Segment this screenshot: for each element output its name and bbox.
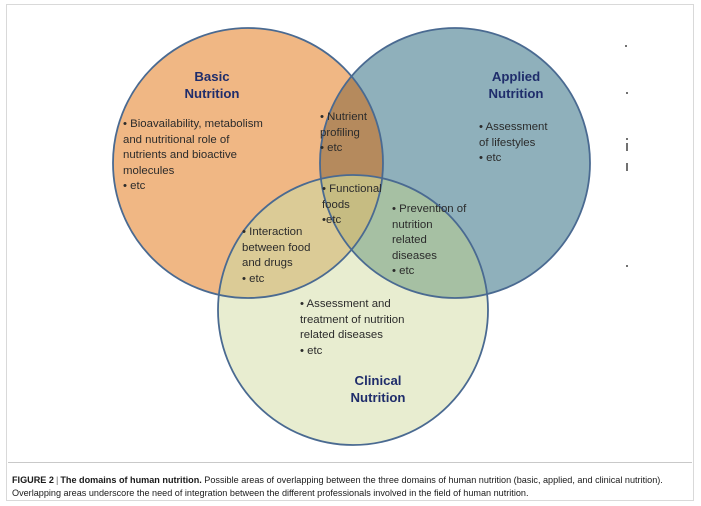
scan-artifact-mark-1 [626,143,628,151]
label-clinical-nutrition-title: Clinical Nutrition [350,373,406,405]
caption-bold-title: The domains of human nutrition. [60,475,202,485]
scan-artifact-dot-1 [625,45,627,47]
circle-applied-outline [319,27,591,299]
list-overlap-all-three-items: • Functional foods •etc [322,183,382,226]
scan-artifact-dot-2 [626,92,628,94]
list-applied-nutrition-items: • Assessment of lifestyles • etc [479,121,548,164]
list-overlap-applied-clinical-items: • Prevention of nutrition related diseas… [392,203,467,277]
venn-diagram-figure: Basic Nutrition Applied Nutrition Clinic… [112,27,628,446]
scan-artifact-dot-3 [626,138,628,140]
caption-separator: | [55,475,59,485]
circle-basic-outline [112,27,384,299]
caption-divider [8,462,692,463]
overlap-basic-clinical [218,175,383,298]
label-applied-nutrition-title: Applied Nutrition [488,69,544,101]
list-overlap-basic-applied-items: • Nutrient profiling • etc [320,111,368,154]
scan-artifact-dot-4 [626,265,628,267]
list-basic-nutrition-items: • Bioavailability, metabolism and nutrit… [123,118,263,192]
venn-diagram-svg [112,27,591,446]
list-clinical-nutrition-items: • Assessment and treatment of nutrition … [300,298,405,357]
caption-body: Possible areas of overlapping between th… [12,475,663,498]
figure-caption: FIGURE 2|The domains of human nutrition.… [12,474,684,499]
circle-clinical-outline [217,174,489,446]
list-overlap-basic-clinical-items: • Interaction between food and drugs • e… [242,226,311,285]
overlap-applied-clinical [320,175,488,298]
label-basic-nutrition-title: Basic Nutrition [184,69,240,101]
scan-artifact-mark-2 [626,163,628,171]
caption-figure-number: FIGURE 2 [12,475,54,485]
